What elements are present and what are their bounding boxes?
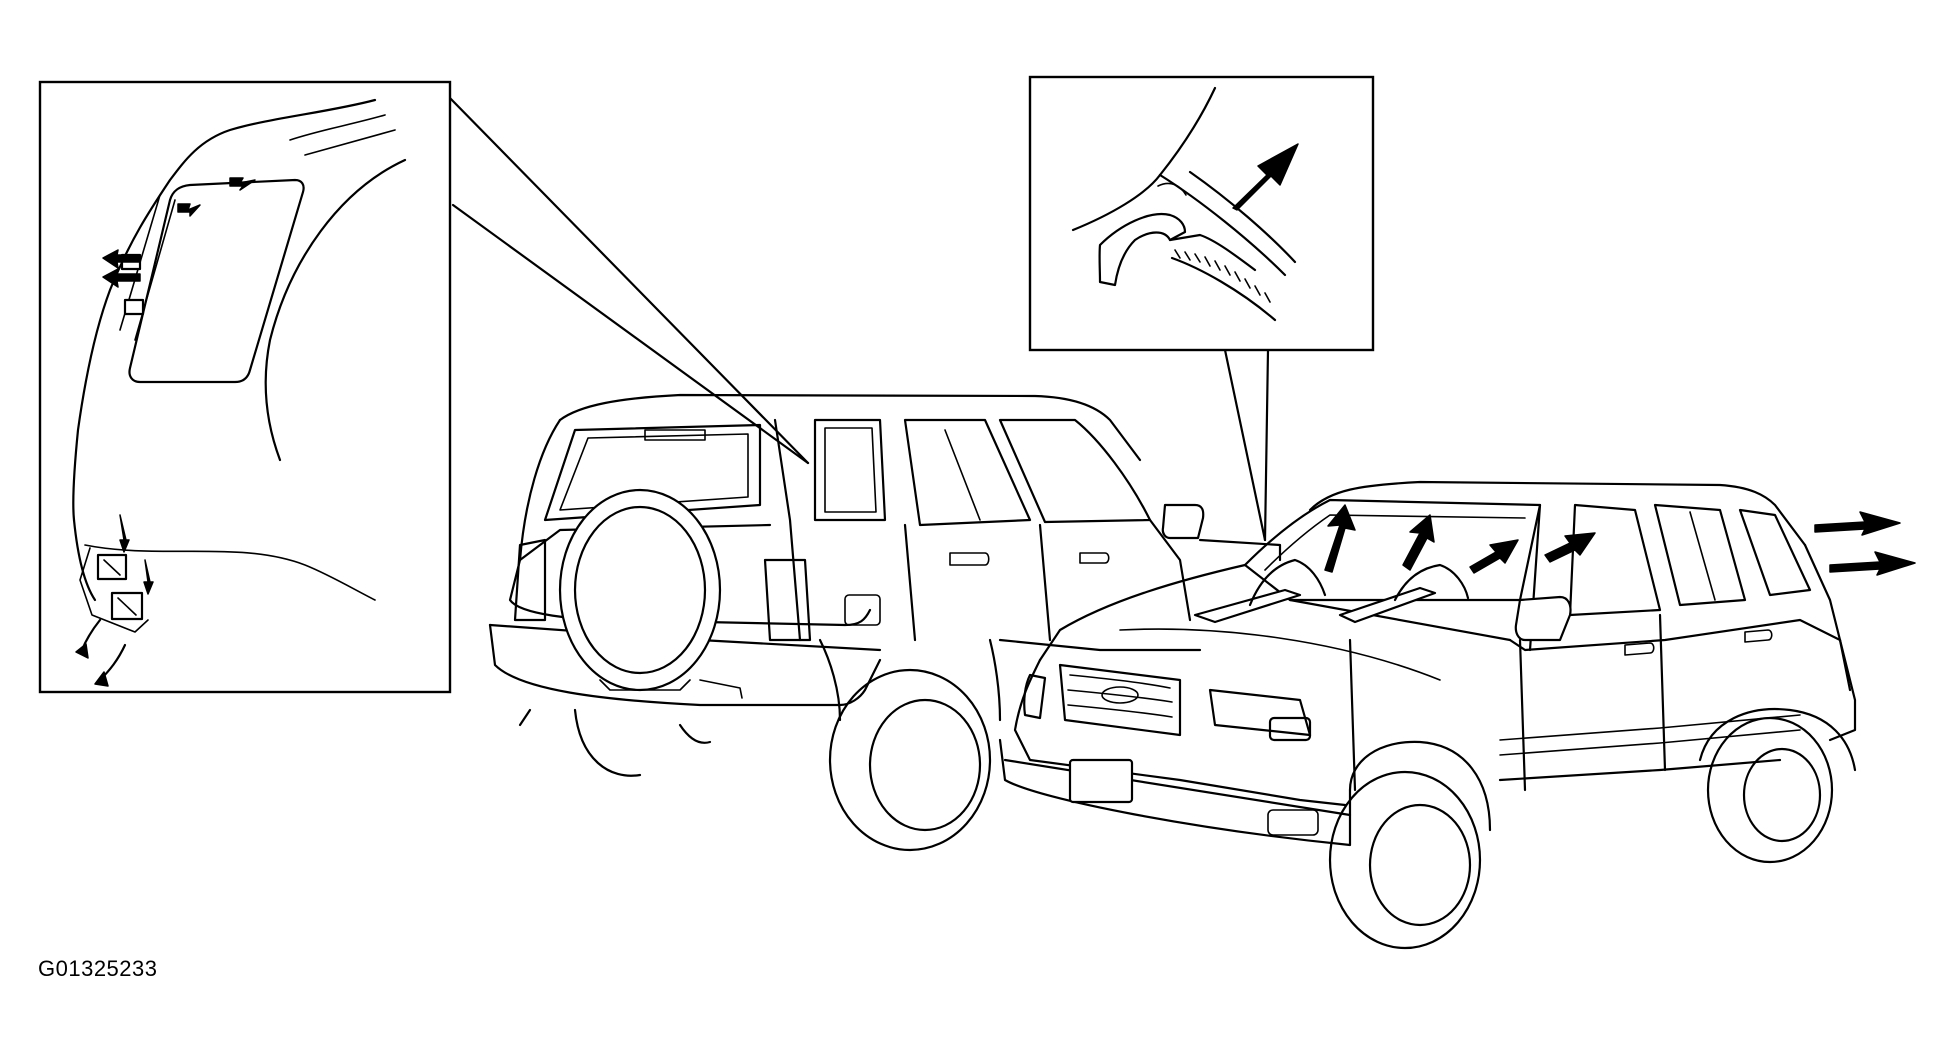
- removal-direction-arrows: [1324, 504, 1916, 576]
- lift-direction-arrow: [1232, 143, 1299, 211]
- right-callout-leader-lines: [1223, 348, 1270, 542]
- right-detail-inset: [1028, 75, 1375, 352]
- molding-channel-hatch: [1174, 249, 1271, 303]
- rear-vehicle: [488, 393, 1282, 852]
- left-callout-leader-lines: [445, 93, 810, 465]
- figure-code: G01325233: [38, 956, 158, 981]
- left-detail-inset: [38, 80, 452, 694]
- front-vehicle: [998, 480, 1857, 950]
